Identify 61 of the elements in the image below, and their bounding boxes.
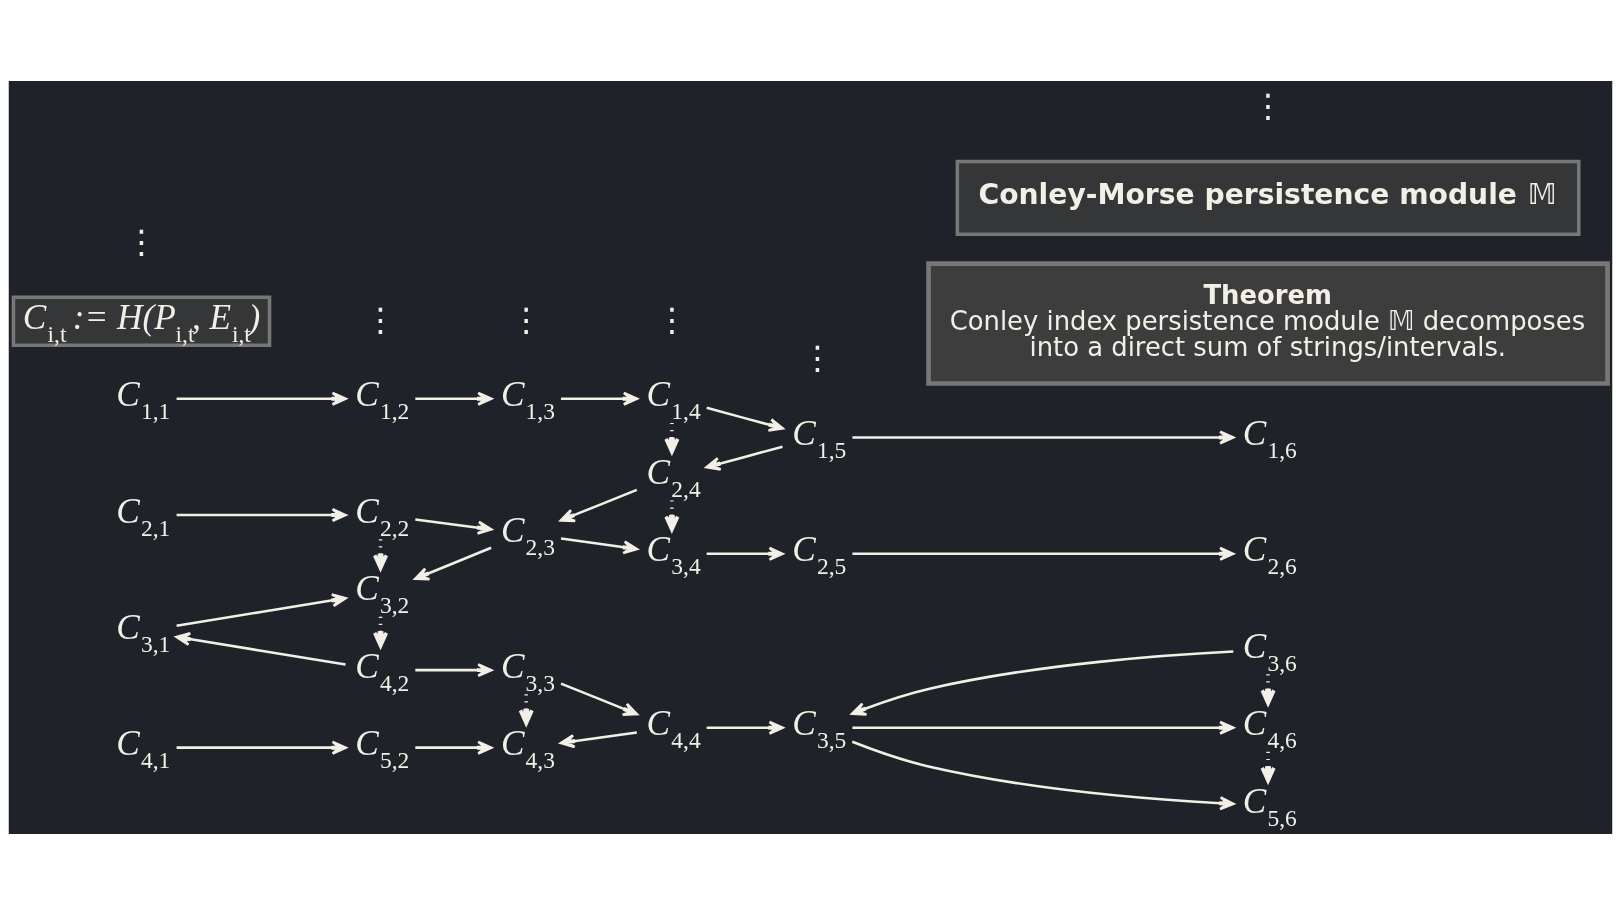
label: ⋮ [655, 299, 689, 339]
arrow [415, 740, 493, 755]
node-text: C$_{1,4}$ [646, 374, 701, 424]
arrow [176, 592, 347, 627]
node-text: C$_{1,6}$ [1242, 413, 1297, 463]
arrow [176, 740, 347, 755]
node-text: C$_{1,1}$ [116, 374, 171, 424]
node-text: C$_{3,1}$ [116, 607, 171, 657]
label: ⋮ [364, 299, 397, 339]
node-text: C$_{3,5}$ [792, 703, 847, 753]
arrow [852, 720, 1235, 735]
node-text: C$_{4,1}$ [116, 723, 171, 773]
node-text: C$_{2,2}$ [355, 491, 410, 541]
arrow [415, 517, 493, 535]
arrow [852, 546, 1235, 561]
node-text: C$_{3,4}$ [646, 529, 701, 579]
arrow [1260, 673, 1276, 705]
node-text: C$_{5,2}$ [355, 723, 410, 773]
arrow [706, 720, 784, 735]
label: ⋮ [125, 221, 158, 261]
arrow [851, 740, 1235, 810]
node-text: C$_{4,3}$ [500, 723, 555, 773]
label: ⋮ [1251, 85, 1285, 125]
node-box: Conley-Morse persistence module 𝕄 [955, 159, 1581, 236]
arrow [561, 391, 639, 406]
arrow [414, 546, 492, 581]
node-text: C$_{4,6}$ [1242, 703, 1297, 753]
arrow [560, 536, 639, 554]
node-text: C$_{2,3}$ [500, 509, 555, 559]
arrow [559, 488, 638, 522]
node-text: C$_{2,5}$ [792, 529, 847, 579]
arrow [518, 693, 534, 725]
node-text: C$_{3,6}$ [1242, 626, 1297, 676]
node-text: C$_{1,5}$ [792, 413, 847, 463]
node-text: C$_{2,4}$ [646, 452, 701, 502]
arrow [705, 444, 783, 471]
arrow [706, 546, 784, 561]
node-text: C$_{3,2}$ [355, 568, 410, 618]
arrow [560, 681, 639, 716]
arrow [175, 631, 346, 666]
arrow [852, 429, 1235, 445]
node-box: C$_{i,t}$ := H(P$_{i,t}$, E$_{i,t}$) [11, 294, 272, 347]
node-text: C$_{1,3}$ [500, 374, 555, 424]
arrow [415, 662, 493, 677]
node-box: Theorem Conley index persistence module 𝕄 decomposes into a direct sum of strings/intervals. [926, 260, 1610, 386]
arrow [664, 499, 680, 531]
node-text: C$_{1,2}$ [355, 374, 410, 424]
node-text: C$_{4,2}$ [355, 646, 410, 696]
node-text: C$_{2,1}$ [116, 491, 171, 541]
arrow [415, 391, 493, 406]
arrow [176, 391, 347, 406]
arrow [176, 507, 347, 522]
node-text: C$_{4,4}$ [646, 703, 701, 753]
label: ⋮ [509, 299, 543, 339]
arrow [559, 730, 637, 748]
node-text: C$_{3,3}$ [500, 646, 555, 696]
arrow [851, 649, 1234, 716]
arrow [706, 406, 784, 432]
node-text: C$_{2,6}$ [1242, 529, 1297, 579]
label: ⋮ [801, 337, 834, 377]
node-text: C$_{5,6}$ [1242, 781, 1297, 831]
